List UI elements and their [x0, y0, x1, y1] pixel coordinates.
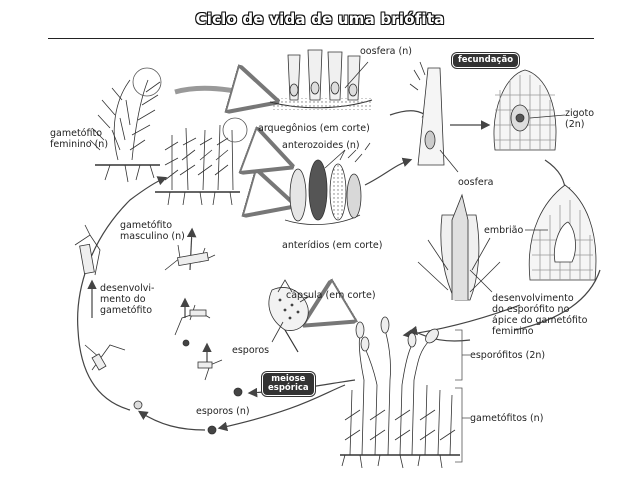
hollow-arrow-anterozoides [248, 150, 280, 162]
meiosis-badge: meiose espórica [262, 372, 315, 396]
archegonia-section [269, 49, 373, 110]
mature-moss-colony [340, 316, 460, 469]
sporophyte-development-label: desenvolvimento do esporófito no ápice d… [492, 293, 588, 337]
capsule-section [268, 279, 311, 353]
embryo-archegonium [525, 184, 597, 281]
zygote-label: zigoto (2n) [565, 108, 595, 130]
gametophytes-label: gametófitos (n) [470, 413, 544, 424]
sporophyte-development [417, 193, 501, 301]
spores-label: esporos [232, 345, 270, 356]
zygote-archegonium [493, 69, 566, 151]
gametophyte-development-label: desenvolvi- mento do gametófito [100, 283, 155, 316]
hollow-arrow-to-archegonia [174, 88, 265, 98]
antheridia-section [284, 142, 371, 225]
antheridia-label: anterídios (em corte) [282, 240, 383, 251]
bracket-lines [455, 329, 470, 463]
cycle-arrow-antheridia-to-oosphere [364, 157, 413, 186]
title-divider [48, 38, 594, 39]
cycle-arrow-to-sporophyte [402, 304, 521, 339]
fertilization-archegonium [409, 61, 459, 173]
female-gametophyte-moss [89, 67, 162, 183]
cycle-arrow-up-small [186, 227, 197, 271]
fertilization-badge: fecundação [452, 53, 520, 68]
male-gametophyte-label: gametófito masculino (n) [120, 220, 185, 242]
cycle-arrow-bottom-left [137, 410, 206, 431]
sporophytes-label: esporófitos (2n) [470, 350, 546, 361]
protonema-stages [74, 224, 243, 435]
oosphere-n-label: oosfera (n) [360, 46, 412, 57]
archegonia-label: arquegônios (em corte) [258, 123, 370, 134]
oosphere-label: oosfera [458, 177, 494, 188]
embryo-label: embrião [484, 225, 524, 236]
capsule-label: cápsula (em corte) [286, 290, 376, 301]
diagram-title: Ciclo de vida de uma briófita [195, 10, 445, 28]
hollow-arrow-to-capsule [315, 312, 350, 318]
spores-n-label: esporos (n) [196, 406, 250, 417]
cycle-arrow-embryo-to-development [514, 269, 601, 331]
cycle-arrow-spores-left [217, 384, 346, 432]
male-gametophyte-moss [155, 117, 248, 206]
anterozoids-label: anterozoides (n) [282, 140, 360, 151]
hollow-arrow-to-antheridia [262, 178, 282, 202]
female-gametophyte-label: gametófito feminino (n) [50, 128, 109, 150]
cycle-arrow-left-loop [77, 176, 168, 411]
